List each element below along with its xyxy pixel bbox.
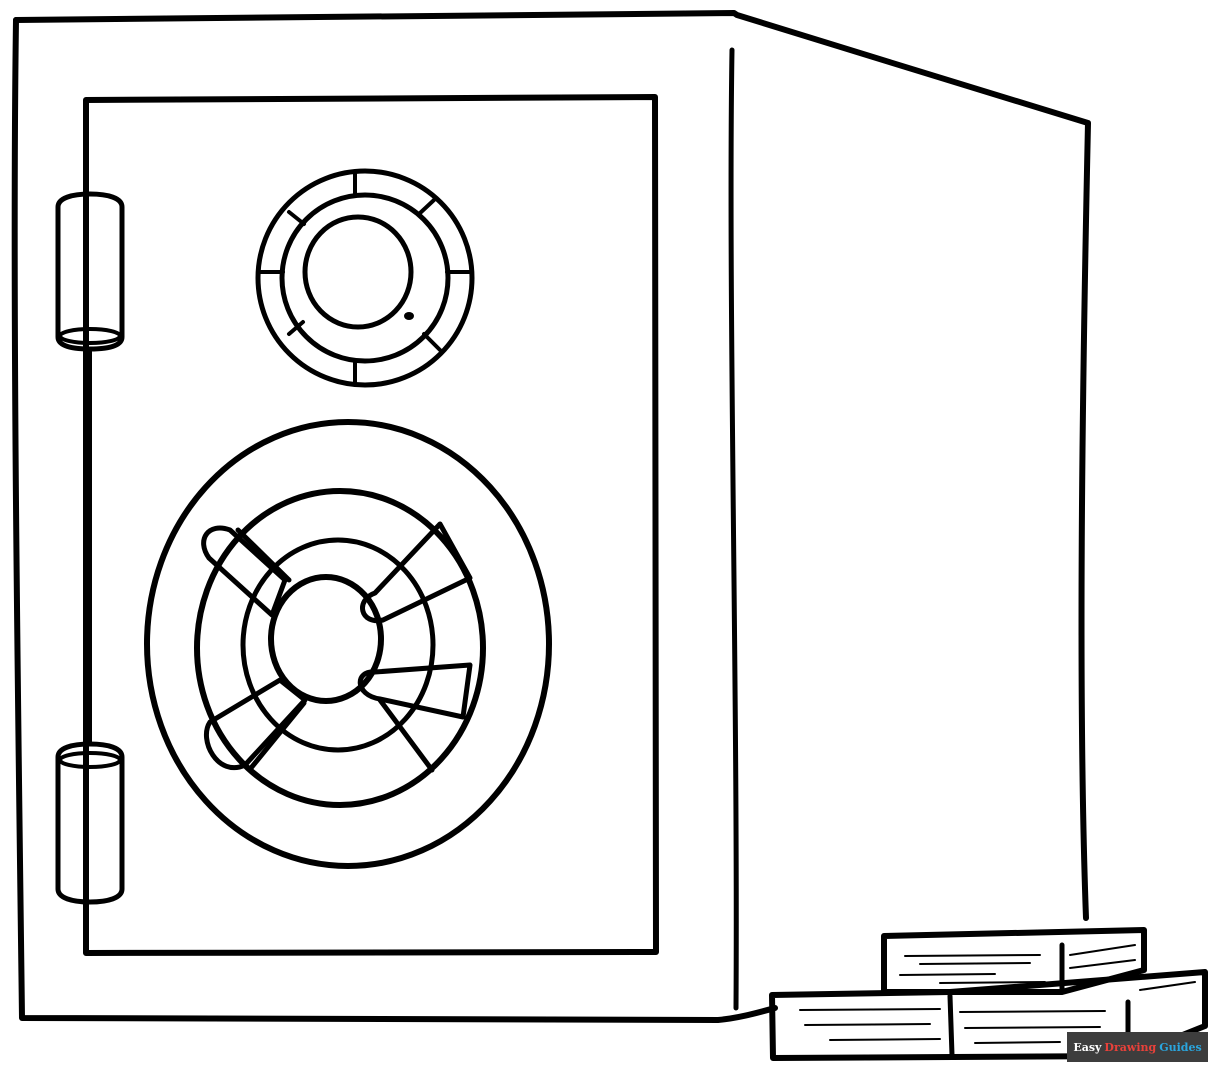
watermark-badge: Easy Drawing Guides — [1067, 1032, 1208, 1062]
safe-body — [11, 10, 1091, 1023]
hinge-icon-top — [55, 191, 125, 352]
watermark-word-guides: Guides — [1159, 1040, 1202, 1054]
hinge-icon-bottom — [55, 741, 125, 905]
combination-dial-icon — [255, 168, 475, 388]
handle-wheel-icon — [144, 419, 552, 869]
stacked-bars-icon — [769, 927, 1208, 1061]
watermark-word-drawing: Drawing — [1104, 1040, 1157, 1054]
watermark-word-easy: Easy — [1073, 1040, 1102, 1054]
safe-door — [83, 94, 659, 956]
